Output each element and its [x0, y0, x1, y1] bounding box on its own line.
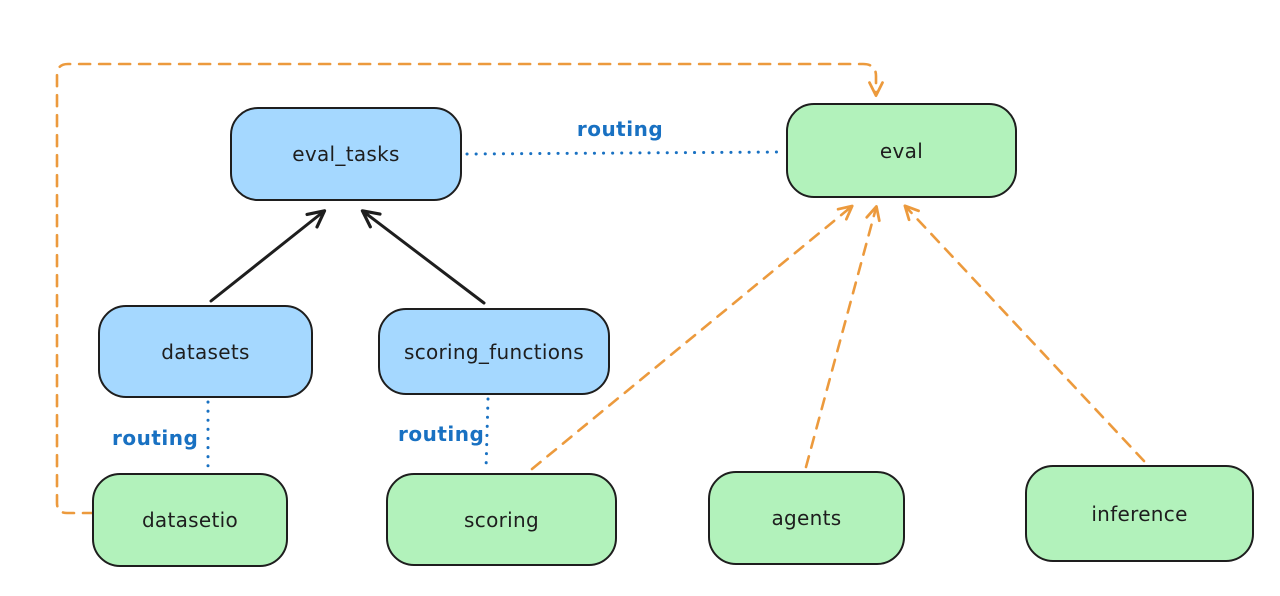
node-datasets-label: datasets [161, 339, 250, 364]
node-datasets: datasets [98, 305, 313, 398]
edge-inference-to-eval [903, 204, 1146, 463]
node-eval-tasks-label: eval_tasks [292, 142, 400, 166]
node-scoring: scoring [386, 473, 617, 566]
edge-scoring-to-eval [530, 204, 854, 471]
node-eval: eval [786, 103, 1017, 198]
edge-agents-to-eval [804, 205, 881, 469]
node-scoring-functions-label: scoring_functions [403, 339, 585, 364]
node-datasetio: datasetio [92, 473, 288, 567]
node-agents-label: agents [771, 506, 842, 530]
node-datasetio-label: datasetio [141, 508, 239, 532]
edge-label-routing-eval-tasks-eval: routing [576, 117, 664, 141]
node-inference: inference [1025, 465, 1254, 562]
edge-eval-tasks-to-eval-routing [465, 150, 784, 156]
node-eval-label: eval [879, 138, 924, 163]
edge-datasets-to-eval-tasks [209, 209, 327, 303]
edge-scoring-functions-to-eval-tasks [360, 209, 486, 305]
edge-label-routing-scoring-functions-scoring: routing [398, 422, 485, 446]
node-scoring-label: scoring [464, 507, 539, 532]
node-agents: agents [708, 471, 905, 565]
node-eval-tasks: eval_tasks [230, 107, 462, 201]
node-inference-label: inference [1091, 501, 1188, 526]
edge-datasetio-to-eval [55, 62, 884, 515]
node-scoring-functions: scoring_functions [378, 308, 610, 395]
edge-scoring-functions-to-scoring-routing [484, 397, 490, 471]
edge-label-routing-datasets-datasetio: routing [112, 426, 199, 450]
